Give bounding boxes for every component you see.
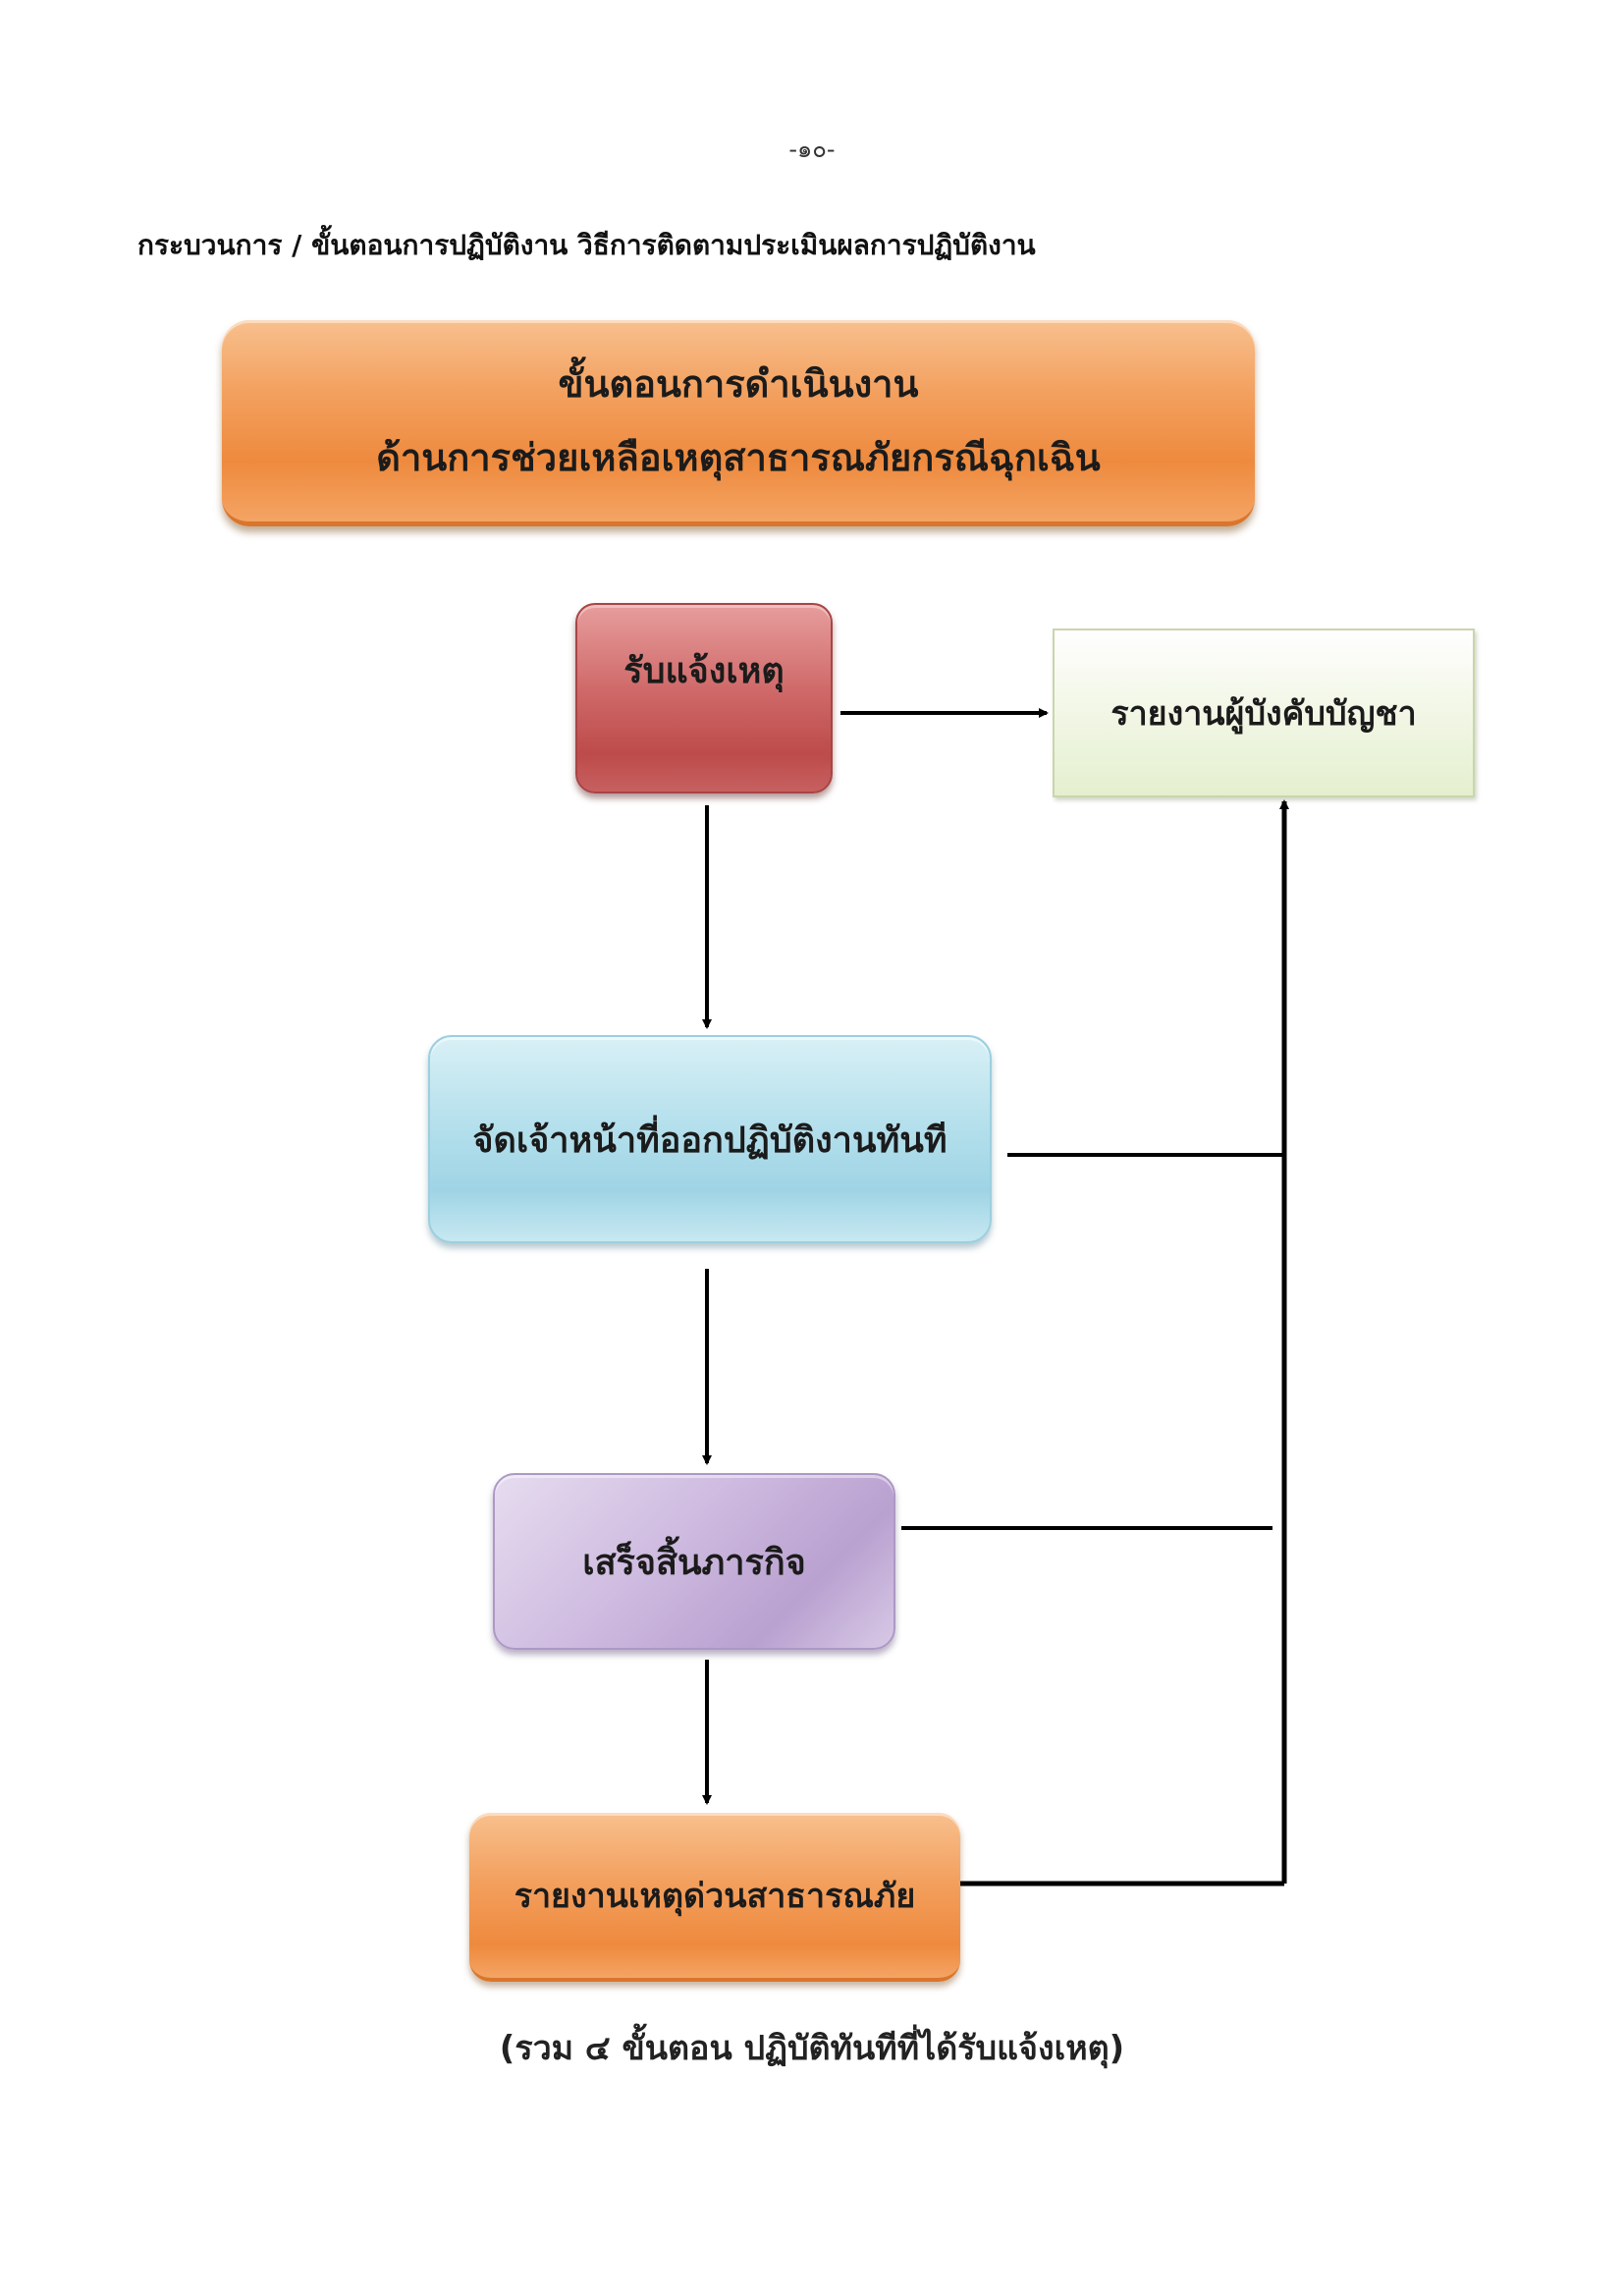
node-mission-complete-label: เสร็จสิ้นภารกิจ: [582, 1542, 806, 1583]
diagram-title-box: ขั้นตอนการดำเนินงาน ด้านการช่วยเหลือเหตุ…: [222, 320, 1255, 526]
page-number: -๑๐-: [788, 136, 836, 163]
diagram-title-line-2: ด้านการช่วยเหลือเหตุสาธารณภัยกรณีฉุกเฉิน: [376, 435, 1101, 479]
node-urgent-disaster-report-label: รายงานเหตุด่วนสาธารณภัย: [514, 1877, 916, 1916]
diagram-title-line-1: ขั้นตอนการดำเนินงาน: [558, 362, 919, 407]
node-urgent-disaster-report: รายงานเหตุด่วนสาธารณภัย: [469, 1813, 960, 1982]
section-heading: กระบวนการ / ขั้นตอนการปฏิบัติงาน วิธีการ…: [137, 229, 1036, 261]
node-receive-report-label: รับแจ้งเหตุ: [623, 651, 785, 691]
node-dispatch-staff: จัดเจ้าหน้าที่ออกปฏิบัติงานทันที: [428, 1035, 992, 1243]
node-dispatch-staff-label: จัดเจ้าหน้าที่ออกปฏิบัติงานทันที: [472, 1120, 947, 1161]
diagram-caption: (รวม ๔ ขั้นตอน ปฏิบัติทันทีที่ได้รับแจ้ง…: [499, 2029, 1125, 2068]
node-report-commander: รายงานผู้บังคับบัญชา: [1053, 629, 1475, 797]
node-report-commander-label: รายงานผู้บังคับบัญชา: [1110, 694, 1417, 734]
node-receive-report: รับแจ้งเหตุ: [575, 603, 833, 793]
node-mission-complete: เสร็จสิ้นภารกิจ: [493, 1473, 895, 1650]
